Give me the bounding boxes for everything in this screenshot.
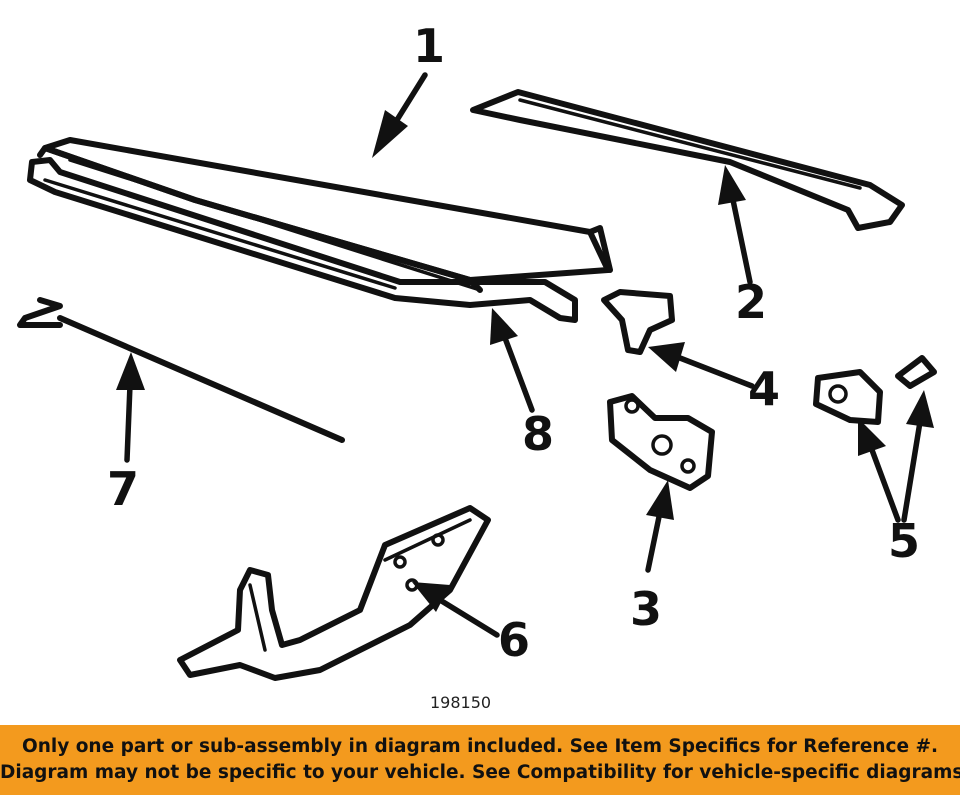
arrow-8: [490, 308, 535, 413]
lock-cylinder: [813, 355, 937, 425]
disclaimer-banner: Only one part or sub-assembly in diagram…: [0, 725, 960, 795]
arrow-5a: [858, 418, 901, 523]
callout-8: 8: [522, 407, 554, 461]
arrow-4: [648, 342, 755, 389]
molding: [17, 297, 345, 443]
callout-5: 5: [888, 514, 920, 568]
parts-diagram: 1 2 3 4 5 6 7 8 198150: [17, 19, 937, 712]
callout-7: 7: [107, 462, 139, 516]
latch: [607, 393, 715, 491]
callout-3: 3: [630, 582, 662, 636]
disclaimer-line-1: Only one part or sub-assembly in diagram…: [21, 736, 939, 757]
diagram-code: 198150: [430, 693, 491, 712]
hinge: [177, 505, 491, 681]
arrow-6: [412, 582, 500, 638]
arrow-5b: [901, 390, 934, 523]
arrow-7: [116, 352, 145, 463]
disclaimer-line-2: Diagram may not be specific to your vehi…: [0, 762, 960, 783]
striker: [601, 289, 675, 355]
callout-4: 4: [748, 362, 780, 416]
spoiler: [470, 89, 905, 231]
callout-1: 1: [413, 19, 445, 73]
weatherstrip: [27, 157, 578, 323]
arrow-2: [718, 165, 753, 285]
arrow-3: [645, 480, 674, 573]
callout-2: 2: [735, 275, 767, 329]
callout-6: 6: [498, 613, 530, 667]
arrow-1: [372, 72, 428, 158]
